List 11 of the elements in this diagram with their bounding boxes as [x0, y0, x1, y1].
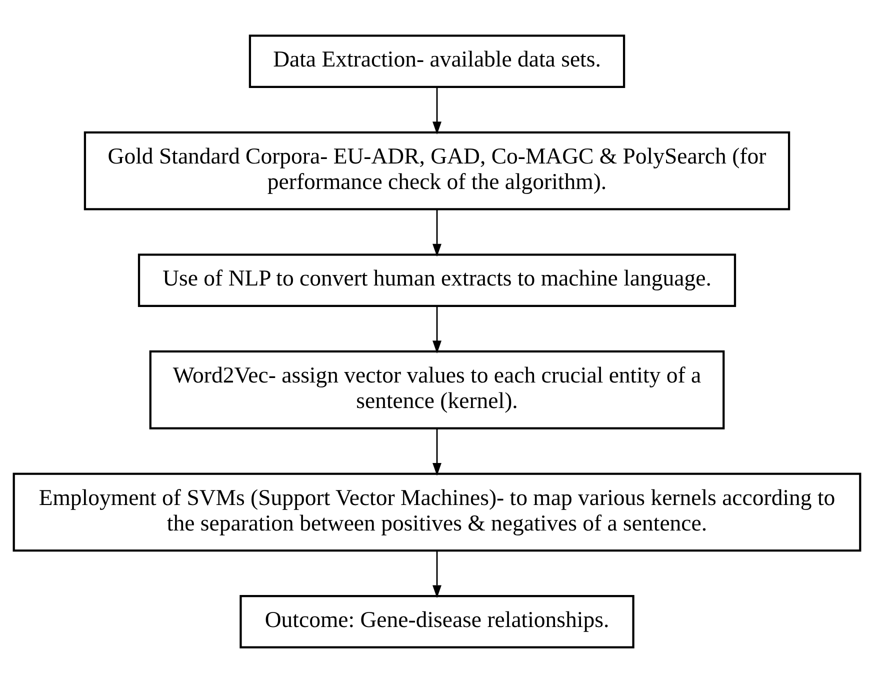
node-box: Use of NLP to convert human extracts to machine language. [138, 253, 736, 306]
arrow [432, 305, 442, 353]
node-box: Employment of SVMs (Support Vector Machines)- to map various kernels according to the separation between positives & negatives of a sentence. [12, 472, 862, 552]
arrow [432, 209, 442, 256]
arrow [432, 428, 442, 476]
node-box: Data Extraction- available data sets. [248, 34, 626, 88]
node-box: Outcome: Gene-disease relationships. [240, 594, 634, 648]
node-box: Word2Vec- assign vector values to each crucial entity of a sentence (kernel). [149, 350, 725, 429]
node-box: Gold Standard Corpora- EU-ADR, GAD, Co-MAGC & PolySearch (for performance check of the algorithm). [84, 130, 790, 210]
arrow [432, 86, 442, 134]
arrow [432, 550, 442, 598]
